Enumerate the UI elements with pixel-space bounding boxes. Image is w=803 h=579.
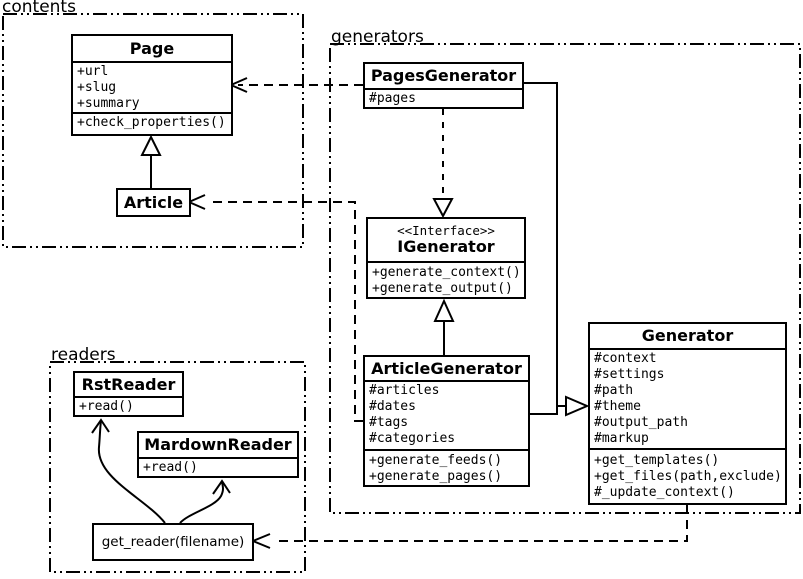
method-row: +read(): [79, 399, 134, 414]
attributes-compartment: +url +slug +summary: [73, 61, 231, 112]
function-box-get-reader: get_reader(filename): [92, 523, 254, 561]
class-box-article: Article: [116, 188, 191, 217]
class-name: PagesGenerator: [370, 66, 517, 86]
open-arrowhead-icon: [186, 194, 206, 210]
generalization-articlegenerator-to-igenerator: [433, 298, 455, 355]
attribute-row: #settings: [594, 367, 665, 382]
attribute-row: +summary: [77, 96, 140, 111]
attribute-row: #output_path: [594, 415, 688, 430]
methods-compartment: +generate_context() +generate_output(): [368, 261, 524, 297]
class-name: ArticleGenerator: [371, 358, 522, 378]
class-title-generator: Generator: [590, 324, 785, 348]
generalization-article-to-page: [140, 134, 162, 188]
methods-compartment: +get_templates() +get_files(path,exclude…: [590, 448, 785, 503]
method-row: +get_files(path,exclude): [594, 469, 782, 484]
package-border-readers: [49, 361, 306, 573]
methods-compartment: +check_properties(): [73, 112, 231, 134]
dependency-articlegenerator-to-article: [186, 194, 363, 422]
class-box-mardownreader: MardownReader +read(): [137, 431, 299, 478]
open-arrowhead-icon: [212, 479, 231, 495]
dependency-generator-to-getreader: [250, 505, 688, 549]
class-name: RstReader: [81, 374, 176, 394]
attribute-row: #categories: [369, 431, 456, 446]
method-row: +generate_output(): [372, 281, 513, 296]
method-row: +generate_pages(): [369, 469, 503, 484]
class-title-rstreader: RstReader: [75, 373, 182, 396]
class-box-page: Page +url +slug +summary +check_properti…: [71, 34, 233, 136]
class-title-igenerator: <<Interface>> IGenerator: [368, 219, 524, 261]
open-arrowhead-icon: [250, 533, 271, 549]
attribute-row: #dates: [369, 399, 416, 414]
class-box-articlegenerator: ArticleGenerator #articles #dates #tags …: [363, 355, 530, 487]
arrow-getreader-to-rstreader: [91, 418, 166, 524]
attribute-row: #tags: [369, 415, 409, 430]
method-row: +get_templates(): [594, 453, 720, 468]
method-row: #_update_context(): [594, 485, 735, 500]
method-row: +generate_feeds(): [369, 453, 503, 468]
class-box-generator: Generator #context #settings #path #them…: [588, 322, 787, 505]
class-name: IGenerator: [397, 237, 495, 257]
package-border-generators: [329, 43, 801, 514]
class-title-mardownreader: MardownReader: [139, 433, 297, 457]
hollow-triangle-icon: [432, 198, 454, 219]
generalization-generators-to-generator: [520, 82, 590, 417]
class-title-article: Article: [118, 190, 189, 215]
class-title-articlegenerator: ArticleGenerator: [365, 357, 528, 380]
class-name: Article: [123, 192, 184, 212]
class-box-pagesgenerator: PagesGenerator #pages: [363, 62, 524, 109]
package-border-contents: [2, 13, 304, 248]
attributes-compartment: #context #settings #path #theme #output_…: [590, 348, 785, 448]
hollow-triangle-icon: [433, 298, 455, 322]
attribute-row: #articles: [369, 383, 440, 398]
package-label-generators: generators: [331, 27, 424, 47]
method-row: +check_properties(): [77, 115, 226, 130]
class-box-rstreader: RstReader +read(): [73, 371, 184, 417]
class-name: Page: [129, 38, 175, 58]
class-title-pagesgenerator: PagesGenerator: [365, 64, 522, 88]
attribute-row: #context: [594, 351, 657, 366]
package-label-readers: readers: [51, 345, 116, 365]
methods-compartment: +generate_feeds() +generate_pages(): [365, 449, 528, 485]
attribute-row: #pages: [369, 91, 416, 106]
hollow-triangle-icon: [565, 395, 590, 417]
attributes-compartment: #articles #dates #tags #categories: [365, 380, 528, 449]
attribute-row: #markup: [594, 431, 649, 446]
attributes-compartment: #pages: [365, 88, 522, 107]
hollow-triangle-icon: [140, 134, 162, 156]
function-label: get_reader(filename): [101, 534, 245, 550]
attribute-row: #theme: [594, 399, 641, 414]
class-name: MardownReader: [144, 435, 292, 455]
class-name: Generator: [641, 326, 734, 346]
dependency-pagesgenerator-to-page: [228, 77, 363, 93]
attribute-row: +url: [77, 64, 109, 79]
attribute-row: +slug: [77, 80, 117, 95]
package-label-contents: contents: [2, 0, 76, 17]
realization-pagesgenerator-to-igenerator: [432, 109, 454, 219]
method-row: +generate_context(): [372, 265, 521, 280]
methods-compartment: +read(): [139, 457, 297, 476]
class-box-igenerator: <<Interface>> IGenerator +generate_conte…: [366, 217, 526, 299]
class-title-page: Page: [73, 36, 231, 61]
attribute-row: #path: [594, 383, 634, 398]
open-arrowhead-icon: [91, 418, 110, 434]
arrow-getreader-to-mardownreader: [179, 479, 231, 524]
methods-compartment: +read(): [75, 396, 182, 415]
stereotype-label: <<Interface>>: [397, 223, 495, 239]
method-row: +read(): [143, 460, 198, 475]
